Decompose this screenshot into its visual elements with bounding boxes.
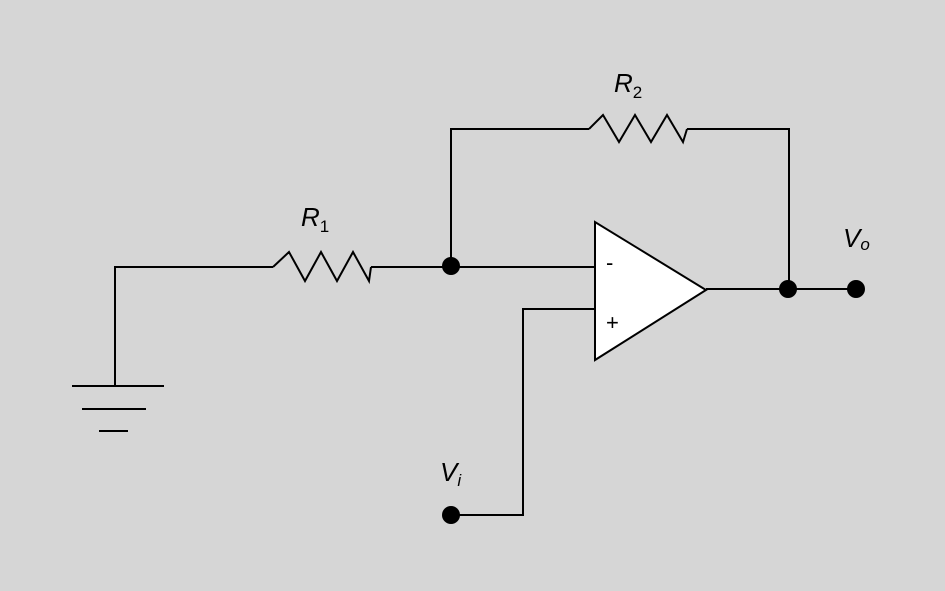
noninverting-sign: +	[606, 310, 619, 335]
ground-symbol	[72, 385, 164, 432]
label-r2: R2	[614, 68, 642, 102]
junction-output-node	[779, 280, 797, 298]
op-amp-triangle	[594, 220, 708, 362]
label-r1: R1	[301, 202, 329, 236]
wire-ground-to-r1	[114, 266, 273, 386]
junction-inverting-node	[442, 257, 460, 275]
resistor-r2	[588, 113, 688, 145]
label-vi: Vi	[440, 457, 462, 490]
input-terminal	[442, 506, 460, 524]
resistor-r1	[272, 249, 372, 285]
output-terminal	[847, 280, 865, 298]
wire-vi-to-noninverting-input	[451, 308, 595, 516]
wire-feedback-right	[687, 128, 790, 289]
label-vo: Vo	[843, 223, 870, 254]
wire-feedback-left	[450, 128, 589, 267]
inverting-sign: -	[606, 250, 613, 275]
